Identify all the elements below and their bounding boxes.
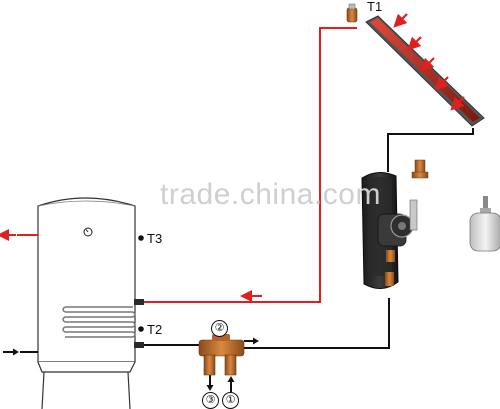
label-t1: T1 <box>367 0 383 14</box>
flow-arrows <box>0 229 262 392</box>
sun-arrow <box>450 96 465 111</box>
drain-down-arrowhead <box>206 385 214 391</box>
storage-tank <box>37 197 144 409</box>
tank-top-arc <box>37 200 136 207</box>
sunlight-arrows <box>393 13 465 111</box>
label-t3: T3 <box>147 231 163 246</box>
station-fitting-lower <box>385 272 394 286</box>
pressure-gauge-icon <box>83 227 93 237</box>
safety-valve <box>411 159 429 179</box>
station-fitting <box>386 250 395 262</box>
sun-arrow <box>393 13 408 28</box>
watermark: trade.china.com <box>160 178 381 211</box>
collector-absorber <box>370 18 480 122</box>
sun-arrow <box>407 36 422 51</box>
hot-supply-pipe <box>144 27 357 303</box>
heat-exchanger-coil <box>62 306 136 338</box>
callout-1: ① <box>222 392 239 409</box>
pump-station <box>361 159 429 289</box>
air-vent-valve <box>346 3 358 23</box>
expansion-vessel <box>469 196 500 252</box>
pump-flowmeter-center <box>398 222 406 230</box>
tank-foot-left <box>41 371 45 409</box>
label-t2: T2 <box>147 322 163 337</box>
sun-arrow <box>434 76 449 91</box>
collector-return-pipe <box>387 128 474 172</box>
cold-in-arrowhead <box>13 348 19 356</box>
fill-up-arrowhead <box>227 376 235 382</box>
sensor-t3-dot <box>138 235 144 241</box>
valve-body <box>198 339 245 357</box>
tank-body <box>37 197 136 363</box>
valve-right-leg <box>224 354 237 376</box>
callout-3: ③ <box>202 392 219 409</box>
return-flow-arrowhead <box>253 337 259 345</box>
sensor-t2-dot <box>138 326 144 332</box>
sun-arrow <box>420 57 435 72</box>
callout-2: ② <box>211 320 228 337</box>
pipework <box>17 27 474 353</box>
tank-foot-right <box>127 371 131 409</box>
station-return-pipe <box>240 298 390 349</box>
solar-collector <box>365 15 485 127</box>
coil-outlet-port <box>134 342 144 348</box>
fill-drain-valve <box>198 334 245 376</box>
coil-inlet-port <box>134 299 144 305</box>
valve-left-leg <box>203 354 216 376</box>
flowmeter-tube <box>409 199 418 231</box>
tank-base <box>37 361 136 373</box>
